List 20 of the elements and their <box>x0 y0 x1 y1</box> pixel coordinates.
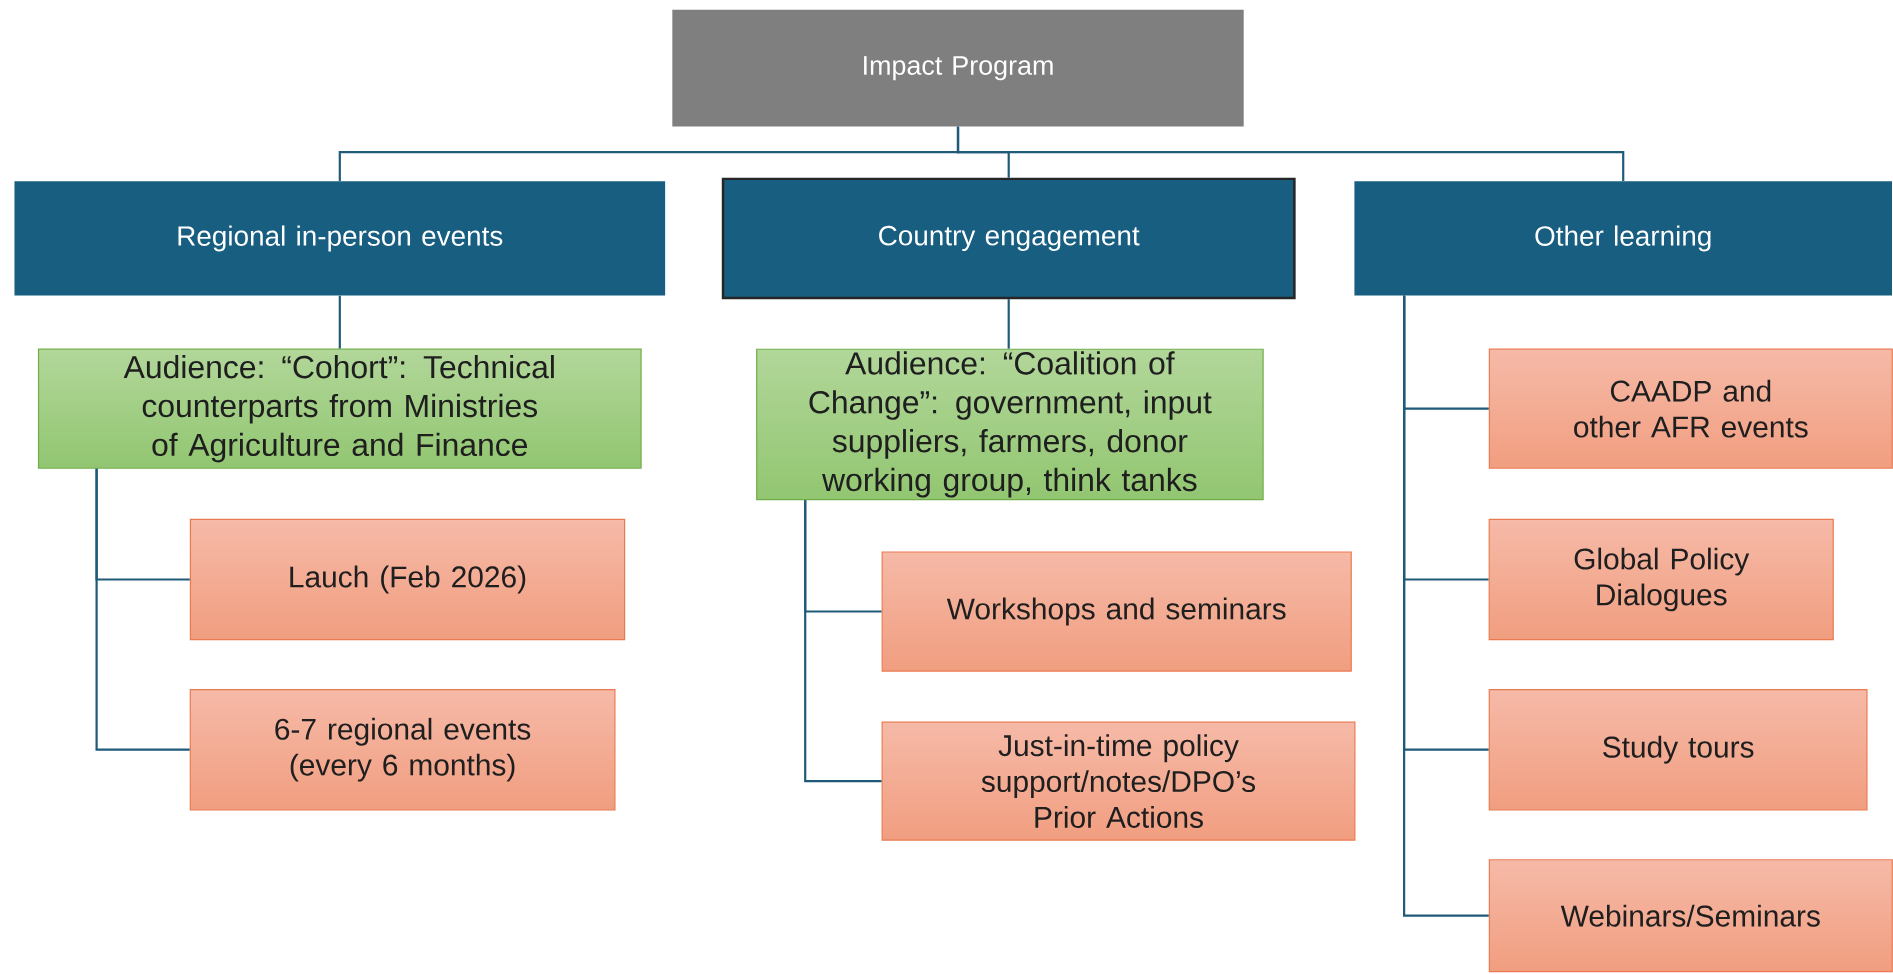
category-box: Other learning <box>1354 181 1892 296</box>
category-box: Regional in-person events <box>14 181 666 296</box>
connector-line <box>804 500 882 783</box>
audience-box: Audience: “Cohort”: Technical counterparts from Ministries of Agriculture and Finance <box>37 348 642 469</box>
title-box: Impact Program <box>672 9 1244 127</box>
connector-line <box>95 468 190 751</box>
activity-box: 6-7 regional events (every 6 months) <box>189 689 616 811</box>
activity-box: Webinars/Seminars <box>1488 859 1893 973</box>
activity-box: Global Policy Dialogues <box>1488 518 1834 641</box>
activity-box: Workshops and seminars <box>881 551 1352 672</box>
activity-box: Just-in-time policy support/notes/DPO’s Prior Actions <box>881 721 1356 841</box>
activity-box: Study tours <box>1488 689 1868 811</box>
connector-line <box>956 126 1625 182</box>
activity-box: CAADP and other AFR events <box>1488 348 1893 469</box>
connector-line <box>338 295 341 349</box>
activity-box: Lauch (Feb 2026) <box>189 518 626 641</box>
category-box: Country engagement <box>721 177 1296 300</box>
audience-box: Audience: “Coalition of Change”: government, input suppliers, farmers, donor working group, think tanks <box>756 348 1264 501</box>
connector-line <box>1403 295 1489 917</box>
connector-line <box>1007 299 1010 349</box>
